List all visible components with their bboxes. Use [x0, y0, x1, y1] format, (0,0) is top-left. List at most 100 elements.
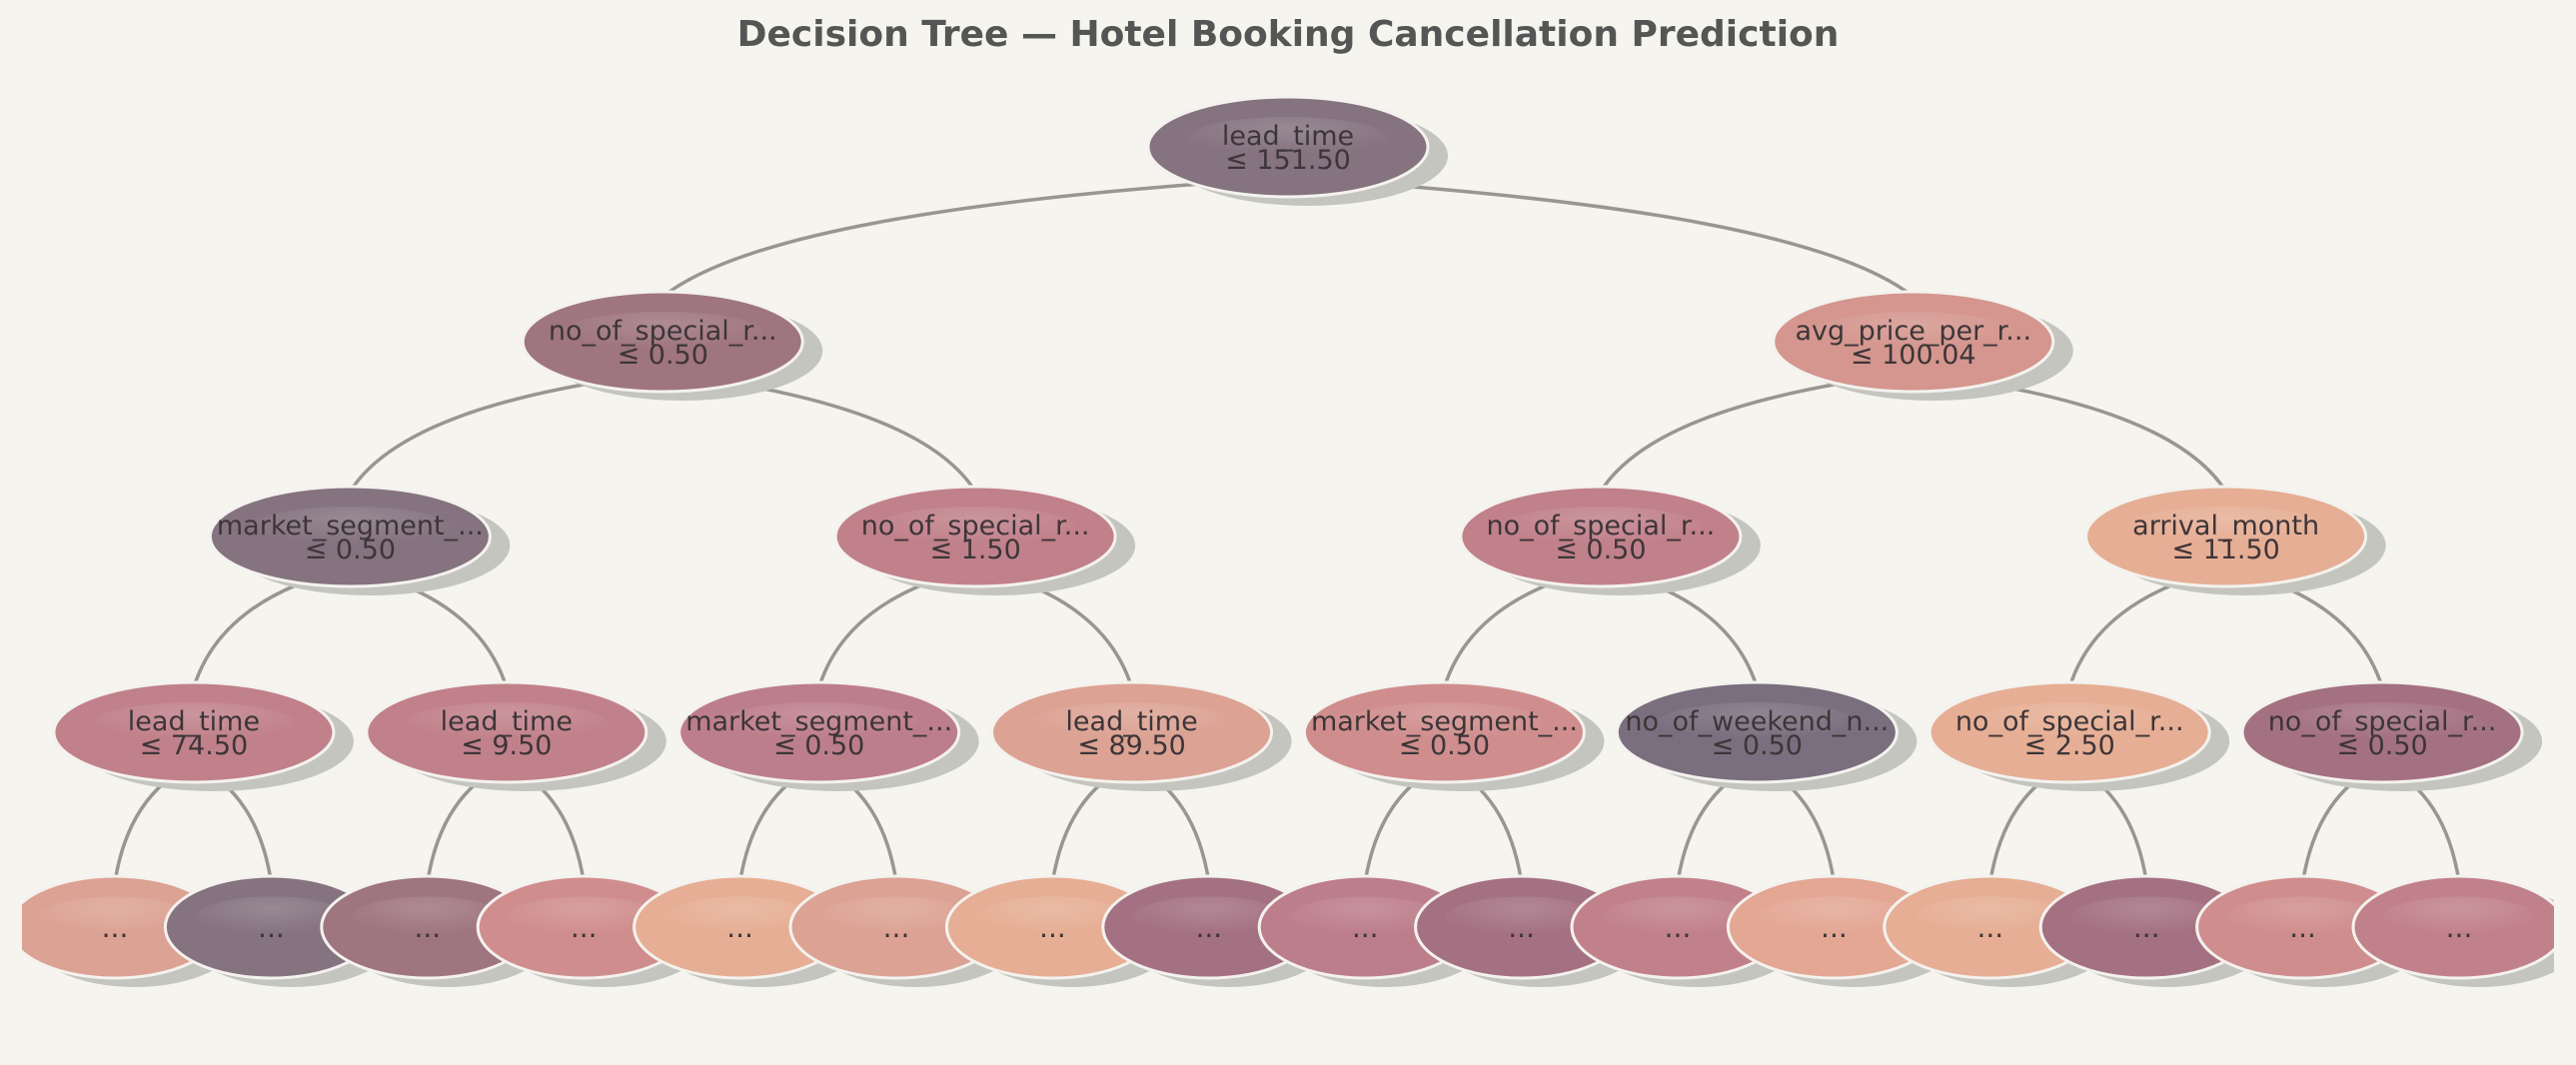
node-sheen [406, 702, 608, 744]
node-feature: lead_time [1222, 121, 1354, 152]
node-threshold: ≤ 11.50 [2171, 534, 2280, 565]
node-sheen [195, 896, 348, 940]
leaf-node: ... [633, 874, 866, 987]
node-sheen [249, 507, 452, 548]
leaf-label: ... [1352, 911, 1379, 944]
node-sheen [562, 312, 764, 354]
node-threshold: ≤ 100.04 [1851, 340, 1976, 371]
leaf-node: ... [1101, 874, 1335, 987]
node-feature: arrival_month [2132, 511, 2319, 541]
node-feature: no_of_special_r... [1955, 706, 2184, 737]
leaf-label: ... [1508, 911, 1535, 944]
node-sheen [2069, 896, 2223, 940]
leaf-label: ... [1195, 911, 1222, 944]
node-sheen [819, 896, 973, 940]
split-node: lead_time≤ 89.50 [990, 680, 1292, 791]
leaf-label: ... [1976, 911, 2003, 944]
tree-edge [1287, 176, 1915, 299]
leaf-label: ... [2289, 911, 2316, 944]
node-sheen [717, 702, 920, 744]
node-sheen [1656, 702, 1859, 744]
leaf-node: ... [476, 874, 710, 987]
split-node: market_segment_...≤ 0.50 [1302, 680, 1605, 791]
node-threshold: ≤ 1.50 [929, 534, 1020, 565]
node-threshold: ≤ 151.50 [1225, 145, 1351, 176]
node-threshold: ≤ 74.50 [140, 730, 249, 761]
node-feature: lead_time [1065, 706, 1197, 737]
split-node: no_of_special_r...≤ 2.50 [1928, 680, 2230, 791]
node-sheen [2382, 896, 2536, 940]
node-sheen [1500, 507, 1702, 548]
node-sheen [1030, 702, 1233, 744]
split-node: avg_price_per_r...≤ 100.04 [1772, 290, 2073, 401]
leaf-label: ... [1665, 911, 1692, 944]
node-sheen [1968, 702, 2170, 744]
node-sheen [976, 896, 1129, 940]
node-threshold: ≤ 0.50 [1555, 534, 1646, 565]
node-sheen [1758, 896, 1911, 940]
node-threshold: ≤ 0.50 [305, 534, 396, 565]
node-threshold: ≤ 89.50 [1077, 730, 1186, 761]
node-feature: no_of_special_r... [549, 316, 777, 347]
node-feature: no_of_special_r... [1487, 511, 1716, 541]
leaf-label: ... [2133, 911, 2160, 944]
node-sheen [1288, 896, 1442, 940]
split-node: market_segment_...≤ 0.50 [208, 485, 511, 595]
split-node: no_of_special_r...≤ 0.50 [1459, 485, 1761, 595]
node-sheen [1445, 896, 1598, 940]
leaf-label: ... [726, 911, 753, 944]
node-feature: market_segment_... [685, 706, 952, 737]
node-sheen [1132, 896, 1286, 940]
node-threshold: ≤ 0.50 [773, 730, 864, 761]
node-threshold: ≤ 9.50 [461, 730, 552, 761]
node-threshold: ≤ 0.50 [618, 340, 708, 371]
leaf-node: ... [1726, 874, 1960, 987]
node-feature: market_segment_... [1311, 706, 1578, 737]
split-node: lead_time≤ 74.50 [52, 680, 354, 791]
node-threshold: ≤ 0.50 [1399, 730, 1490, 761]
split-node: arrival_month≤ 11.50 [2084, 485, 2386, 595]
node-threshold: ≤ 2.50 [2024, 730, 2115, 761]
leaf-label: ... [1821, 911, 1848, 944]
leaf-label: ... [571, 911, 598, 944]
node-sheen [663, 896, 816, 940]
node-sheen [2281, 702, 2483, 744]
node-feature: no_of_special_r... [2268, 706, 2497, 737]
leaf-node: ... [944, 874, 1179, 987]
node-sheen [1601, 896, 1755, 940]
split-node: no_of_special_r...≤ 1.50 [833, 485, 1136, 595]
node-sheen [2226, 896, 2379, 940]
leaf-label: ... [1039, 911, 1066, 944]
leaf-label: ... [883, 911, 910, 944]
node-threshold: ≤ 0.50 [1712, 730, 1803, 761]
node-feature: lead_time [128, 706, 260, 737]
node-sheen [1914, 896, 2067, 940]
leaf-node: ... [788, 874, 1022, 987]
split-node: lead_time≤ 9.50 [365, 680, 666, 791]
node-sheen [1343, 702, 1546, 744]
leaf-node: ... [2195, 874, 2429, 987]
split-node: no_of_special_r...≤ 0.50 [2240, 680, 2543, 791]
split-node: market_segment_...≤ 0.50 [677, 680, 979, 791]
node-feature: market_segment_... [217, 511, 484, 541]
node-sheen [93, 702, 295, 744]
leaf-label: ... [258, 911, 285, 944]
leaf-label: ... [102, 911, 129, 944]
node-sheen [1812, 312, 2014, 354]
leaf-label: ... [414, 911, 441, 944]
node-sheen [874, 507, 1076, 548]
node-feature: avg_price_per_r... [1795, 316, 2031, 347]
node-feature: lead_time [441, 706, 573, 737]
node-feature: no_of_weekend_n... [1625, 706, 1889, 737]
node-sheen [507, 896, 660, 940]
split-node: lead_time≤ 151.50 [1146, 95, 1448, 206]
node-sheen [38, 896, 192, 940]
split-node: no_of_weekend_n...≤ 0.50 [1615, 680, 1918, 791]
leaf-label: ... [2446, 911, 2473, 944]
split-node: no_of_special_r...≤ 0.50 [521, 290, 823, 401]
node-sheen [351, 896, 505, 940]
node-sheen [1187, 117, 1389, 159]
